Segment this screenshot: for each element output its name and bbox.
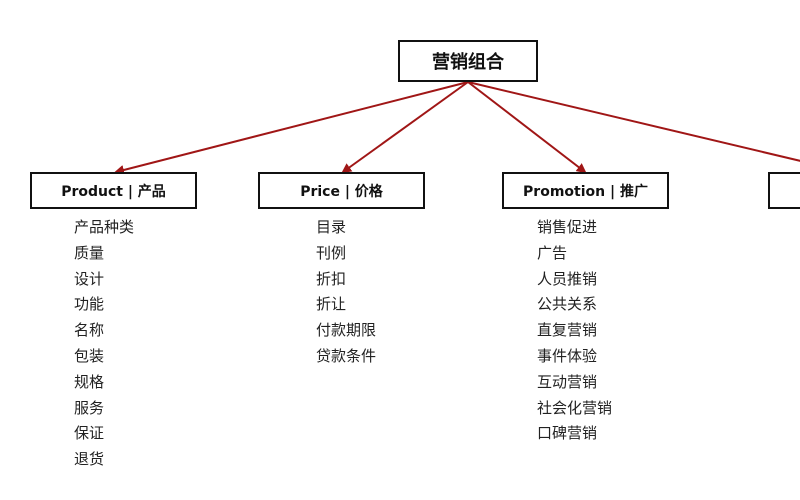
- list-item: 社会化营销: [537, 398, 613, 417]
- list-item: 刊例: [316, 243, 347, 262]
- list-item: 口碑营销: [537, 424, 598, 443]
- list-item: 广告: [537, 243, 568, 262]
- list-item: 折让: [316, 295, 347, 314]
- promotion-item-list: 销售促进 广告 人员推销 公共关系 直复营销 事件体验 互动营销 社会化营销 口…: [537, 215, 612, 447]
- connector-price: [341, 81, 469, 174]
- list-item: 质量: [74, 243, 105, 262]
- list-item: 贷款条件: [316, 346, 377, 365]
- list-item: 设计: [74, 269, 105, 288]
- list-item: 事件体验: [537, 346, 598, 365]
- category-product-node: Product | 产品: [30, 172, 197, 209]
- category-price-node: Price | 价格: [258, 172, 425, 209]
- list-item: 规格: [74, 372, 105, 391]
- list-item: 目录: [316, 218, 347, 236]
- list-item: 服务: [74, 398, 105, 417]
- list-item: 公共关系: [537, 295, 598, 314]
- price-item-list: 目录 刊例 折扣 折让 付款期限 贷款条件: [316, 215, 376, 370]
- list-item: 功能: [74, 295, 105, 314]
- list-item: 付款期限: [316, 321, 377, 340]
- list-item: 包装: [74, 346, 105, 365]
- connector-place: [467, 81, 800, 162]
- list-item: 产品种类: [74, 218, 135, 236]
- category-promotion-node: Promotion | 推广: [502, 172, 669, 209]
- product-item-list: 产品种类 质量 设计 功能 名称 包装 规格 服务 保证 退货: [74, 215, 134, 473]
- list-item: 退货: [74, 450, 105, 469]
- connector-product: [114, 81, 469, 175]
- list-item: 互动营销: [537, 372, 598, 391]
- list-item: 销售促进: [537, 218, 598, 236]
- connector-promotion: [467, 81, 587, 174]
- category-place-node: [768, 172, 800, 209]
- list-item: 保证: [74, 424, 105, 443]
- list-item: 直复营销: [537, 321, 598, 340]
- list-item: 名称: [74, 321, 105, 340]
- list-item: 人员推销: [537, 269, 598, 288]
- list-item: 折扣: [316, 269, 347, 288]
- root-node: 营销组合: [398, 40, 538, 82]
